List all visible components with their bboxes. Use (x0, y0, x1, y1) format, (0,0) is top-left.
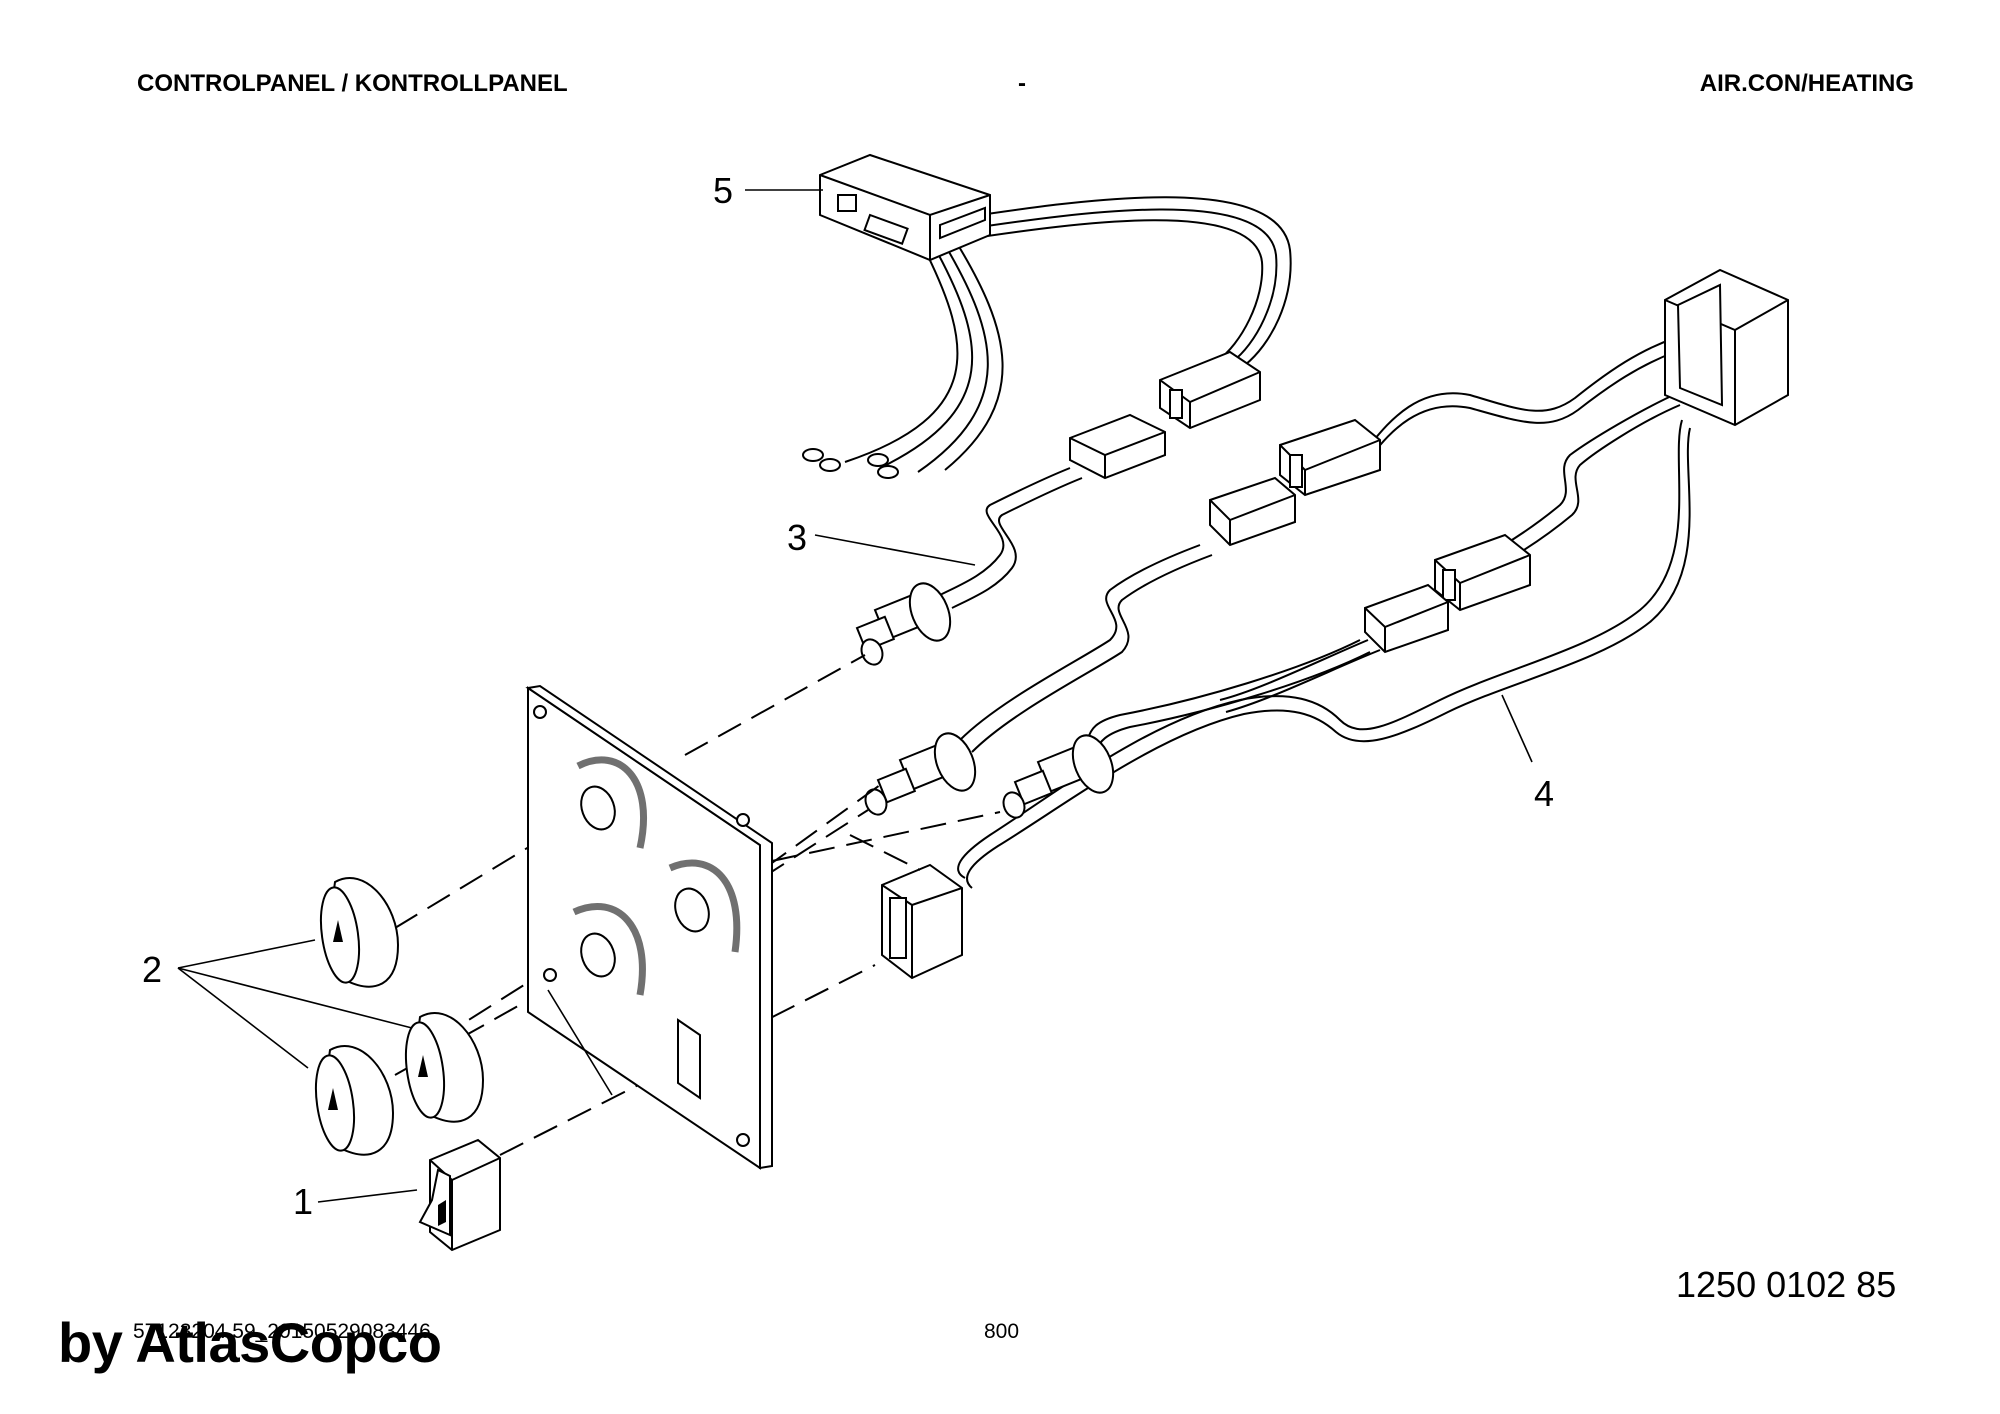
knob-upper (319, 876, 400, 988)
potentiometer-middle (864, 732, 977, 816)
harness-connector-block (1664, 268, 1789, 427)
page-number: 800 (984, 1320, 1020, 1343)
plug-upper-left (1209, 476, 1296, 547)
relay-wire-terminals (802, 448, 899, 479)
watermark-text: by AtlasCopco (58, 1311, 442, 1374)
relay-unit (819, 153, 1292, 473)
potentiometer-lower (1002, 734, 1115, 819)
potentiometer-top (855, 582, 952, 666)
wire-harness (939, 337, 1691, 889)
relay-plug (1159, 350, 1261, 430)
plug-middle-left (1364, 583, 1449, 654)
callout-1: 1 (293, 1181, 313, 1222)
document-id: 57123204 59_20150529083446 (133, 1320, 431, 1343)
callout-leader-lines (177, 189, 1533, 1203)
plug-top-left (1069, 413, 1166, 480)
callout-3: 3 (787, 517, 807, 558)
knob-middle (404, 1011, 485, 1123)
header-center-title: - (1018, 70, 1026, 97)
control-panel-plate (525, 684, 773, 1170)
knob-lower (314, 1044, 395, 1156)
callout-4: 4 (1534, 773, 1554, 814)
plug-upper-right (1279, 418, 1381, 497)
switch-connector (881, 863, 963, 980)
callout-5: 5 (713, 170, 733, 211)
header-right-title: AIR.CON/HEATING (1699, 70, 1914, 97)
rocker-switch (418, 1138, 501, 1252)
plug-middle-right (1434, 533, 1531, 612)
callout-2: 2 (142, 949, 162, 990)
header-left-title: CONTROLPANEL / KONTROLLPANEL (137, 70, 568, 97)
part-number: 1250 0102 85 (1676, 1264, 1897, 1305)
